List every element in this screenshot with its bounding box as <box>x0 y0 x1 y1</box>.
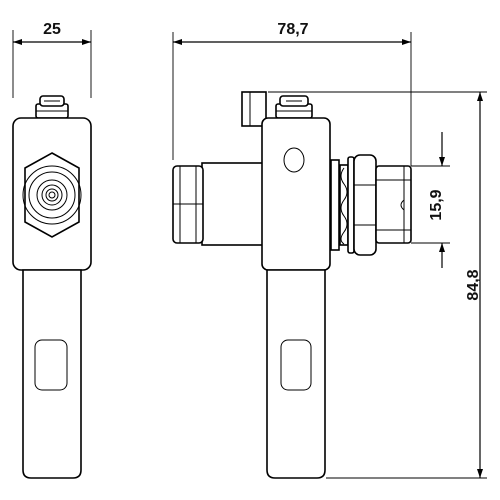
side-body-block <box>261 117 331 271</box>
dimension-total-height: 84,8 <box>268 91 487 479</box>
dimension-label-total-height: 84,8 <box>465 269 482 300</box>
left-connector <box>172 162 265 246</box>
right-threaded-connector <box>375 165 412 244</box>
side-body-hole <box>283 147 305 173</box>
side-stem-window <box>280 339 312 391</box>
side-view: 78,7 <box>172 21 487 479</box>
dimension-label-thread-diameter: 15,9 <box>428 189 445 220</box>
dimension-side-length: 78,7 <box>172 21 412 166</box>
dimension-label-front-width: 25 <box>43 21 61 38</box>
side-terminal-stem <box>266 269 326 479</box>
dimension-label-side-length: 78,7 <box>277 21 308 38</box>
front-stem-window <box>34 339 68 391</box>
dimension-thread-diameter: 15,9 <box>411 132 450 268</box>
side-hex-nut <box>353 154 377 256</box>
front-hex-nut <box>24 152 80 238</box>
front-terminal-stem <box>22 269 82 479</box>
side-flange <box>330 156 355 254</box>
front-view: 25 <box>12 21 92 479</box>
dimension-front-width: 25 <box>12 21 92 98</box>
screw-head-front <box>35 95 69 119</box>
